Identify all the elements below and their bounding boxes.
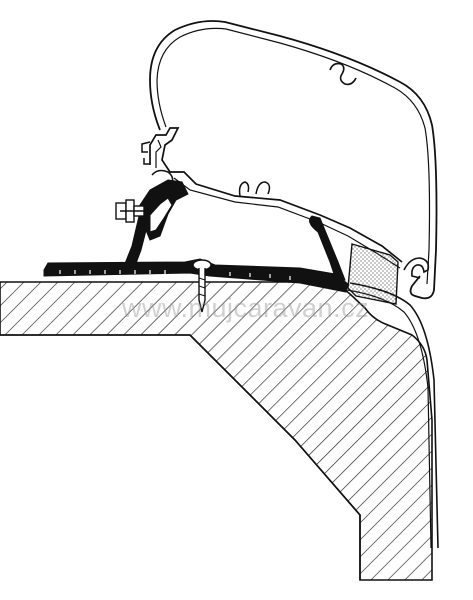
awning-casing	[149, 20, 438, 300]
mounting-screw	[192, 259, 212, 313]
seal-filler-block	[347, 243, 399, 305]
wall-inner-cutout	[0, 334, 361, 580]
awning-casing-inner	[156, 27, 431, 285]
channel-hooks	[141, 141, 271, 197]
vehicle-wall-section	[0, 281, 433, 581]
watermark-text: www.mujcaravan.cz	[122, 293, 370, 323]
casing-hook-clip	[329, 62, 357, 86]
adapter-sloped-arm	[309, 215, 346, 281]
adapter-top-channel	[149, 127, 403, 263]
clamp-assembly	[115, 179, 189, 241]
casing-lower-lip	[403, 257, 430, 279]
rail-teeth	[59, 270, 291, 280]
